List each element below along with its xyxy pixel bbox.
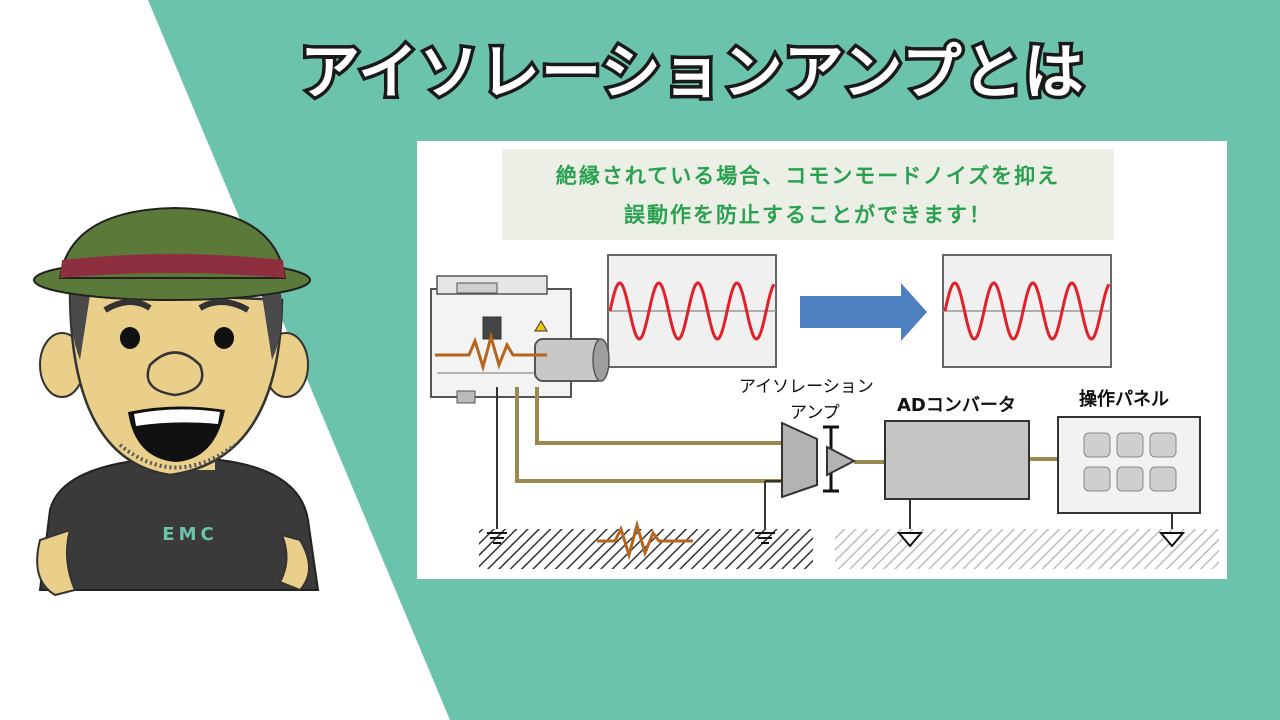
- control-panel-label: 操作パネル: [1079, 389, 1169, 410]
- page-title: アイソレーションアンプとは: [297, 35, 1088, 112]
- noise-zigzag-machine-icon: [435, 331, 547, 373]
- output-waveform-box: [942, 254, 1112, 368]
- isolation-amp-label-line2: アンプ: [790, 403, 840, 423]
- signal-ground-icon: [896, 532, 1186, 548]
- callout-line-1: 絶縁されている場合、コモンモードノイズを抑え: [555, 164, 1061, 188]
- ad-converter-box: [884, 420, 1030, 500]
- signal-cables: [515, 387, 1058, 483]
- ad-converter-label: ADコンバータ: [897, 395, 1016, 416]
- input-waveform-box: [607, 254, 777, 368]
- callout-line-2: 誤動作を防止することができます！: [624, 203, 992, 227]
- presenter-character-illustration: EMC: [33, 206, 320, 597]
- isolation-diagram: [430, 254, 1219, 569]
- ground-plane-right: [835, 529, 1219, 569]
- isolation-amplifier-icon: [781, 421, 857, 499]
- isolation-amp-label-line1: アイソレーション: [739, 377, 874, 397]
- shirt-logo-text: EMC: [162, 524, 217, 545]
- noise-zigzag-ground-icon: [597, 519, 693, 561]
- earth-ground-icon: [487, 532, 775, 544]
- callout-box: 絶縁されている場合、コモンモードノイズを抑え 誤動作を防止することができます！: [502, 149, 1114, 240]
- transfer-arrow-icon: [800, 283, 927, 341]
- control-panel-icon: [1057, 416, 1201, 514]
- motor-machine-icon: [430, 275, 610, 404]
- diagram-panel: 絶縁されている場合、コモンモードノイズを抑え 誤動作を防止することができます！: [417, 141, 1227, 579]
